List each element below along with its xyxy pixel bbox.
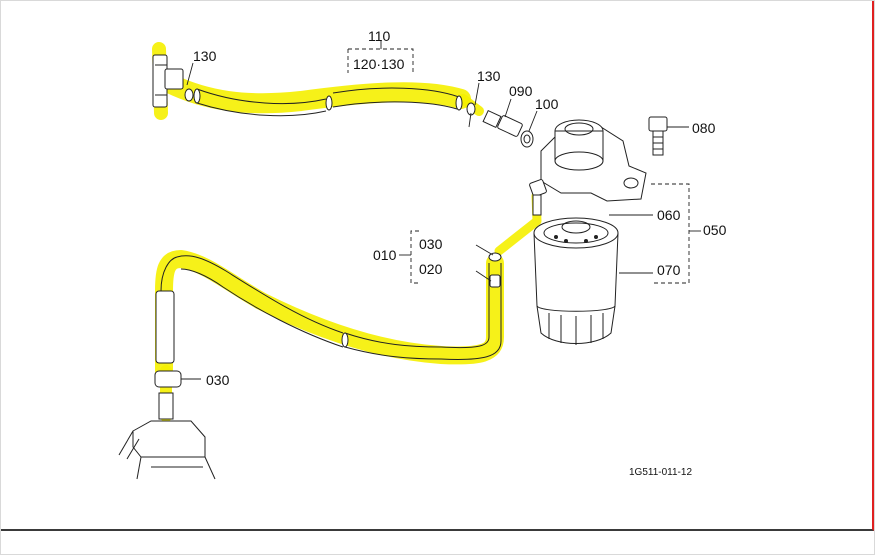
filter-cartridge [533,217,619,345]
highlight-filter-outlet [494,191,542,256]
label-130-left: 130 [193,48,217,64]
label-020: 020 [419,261,443,277]
left-fitting [152,54,194,108]
label-010: 010 [373,247,397,263]
label-110: 110 [368,28,391,44]
label-030-lower: 030 [206,372,230,388]
label-070: 070 [657,262,681,278]
bolt [648,116,668,156]
highlight-lower-hose [155,250,504,380]
label-100: 100 [535,96,559,112]
label-050: 050 [703,222,727,238]
part-labels: 130 110 120·130 130 090 100 080 060 050 … [193,28,727,478]
label-080: 080 [692,120,716,136]
label-130-right: 130 [477,68,501,84]
label-060: 060 [657,207,681,223]
right-fitting-chain [466,102,534,148]
label-090: 090 [509,83,533,99]
figure-code: 1G511-011-12 [629,467,692,478]
label-030-upper: 030 [419,236,443,252]
highlight-upper-hose [159,73,471,114]
label-120-130: 120·130 [353,56,405,72]
fuel-pump [118,392,216,480]
lower-fuel-hose [155,252,502,364]
leader-lines [347,41,701,284]
filter-head [529,119,647,216]
lower-clamp [154,370,201,388]
highlight-layer [152,42,542,422]
upper-fuel-hose [193,87,463,117]
